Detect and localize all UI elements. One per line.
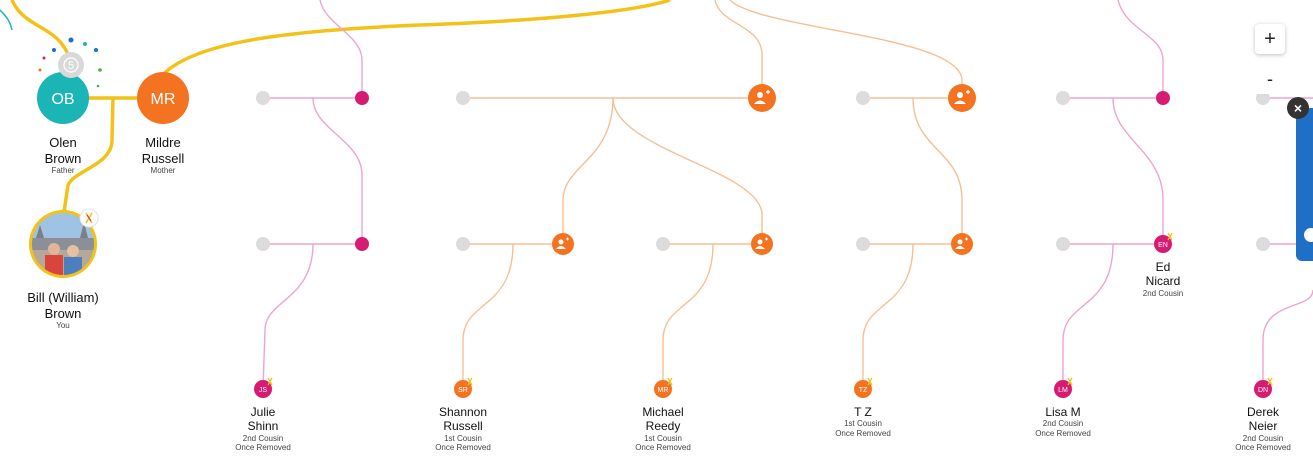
- dna-icon: [467, 377, 473, 386]
- add-person-icon[interactable]: [552, 233, 574, 255]
- zoom-in-button[interactable]: +: [1255, 24, 1285, 54]
- ancestor-node[interactable]: [355, 237, 369, 251]
- cousin-last-name: Shinn: [247, 419, 279, 434]
- cousin-last-name: Russell: [443, 419, 483, 434]
- cousin-relation-removed: Once Removed: [235, 442, 291, 452]
- dna-icon: [1067, 377, 1073, 386]
- cousin-initials: LM: [1058, 387, 1068, 394]
- cousin-relation: 1st Cousin: [844, 419, 882, 429]
- cousin-last-name: Reedy: [645, 419, 681, 434]
- ancestor-node[interactable]: [355, 91, 369, 105]
- self-last-name: Brown: [44, 305, 82, 321]
- ed-initials: EN: [1158, 242, 1168, 249]
- tree-connectors: [0, 0, 1313, 390]
- self-relation: You: [56, 321, 70, 331]
- add-person-icon[interactable]: [748, 84, 776, 112]
- cousin-relation: 2nd Cousin: [1242, 433, 1284, 443]
- cousin-relation: 2nd Cousin: [242, 433, 284, 443]
- add-person-icon[interactable]: [948, 84, 976, 112]
- mother-last-name: Russell: [141, 150, 185, 166]
- hints-count: 5: [68, 60, 74, 72]
- cousin-first-name: Lisa M: [1045, 405, 1081, 419]
- zoom-out-button[interactable]: -: [1255, 64, 1285, 94]
- father-initials: OB: [51, 91, 74, 108]
- panel-handle-icon[interactable]: [1304, 228, 1313, 242]
- cousin-nodes: JS SR MR TZ LM DN: [254, 377, 1273, 398]
- cousin-first-name: Shannon: [438, 405, 488, 419]
- cousin-relation-removed: Once Removed: [435, 442, 491, 452]
- cousin-initials: DN: [1258, 387, 1268, 394]
- mother-relation: Mother: [150, 166, 176, 176]
- dna-icon: [867, 377, 873, 386]
- confetti-icon: [38, 37, 102, 88]
- dna-icon: [667, 377, 673, 386]
- cousin-node[interactable]: MR: [654, 377, 673, 398]
- father-node[interactable]: OB 5: [37, 37, 102, 125]
- ed-last-name: Nicard: [1145, 274, 1181, 289]
- dna-icon: [1267, 377, 1273, 386]
- cousin-last-name: Neier: [1248, 419, 1278, 434]
- cousin-first-name: T Z: [854, 405, 872, 419]
- cousin-node[interactable]: DN: [1254, 377, 1273, 398]
- father-first-name: Olen: [49, 135, 77, 150]
- dna-icon: [267, 377, 273, 386]
- cousin-initials: JS: [259, 387, 268, 394]
- cousin-first-name: Derek: [1246, 405, 1279, 419]
- cousin-node-ed[interactable]: EN: [1154, 232, 1173, 253]
- cousin-node[interactable]: SR: [454, 377, 473, 398]
- add-person-icon[interactable]: [751, 233, 773, 255]
- ancestor-node[interactable]: [1156, 91, 1170, 105]
- cousin-relation: 1st Cousin: [444, 433, 482, 443]
- self-label: Bill (William) Brown You: [0, 290, 133, 330]
- mother-initials: MR: [151, 91, 176, 108]
- cousin-relation-removed: Once Removed: [1235, 442, 1291, 452]
- cousin-relation-removed: Once Removed: [1035, 428, 1091, 438]
- ed-relation: 2nd Cousin: [1142, 288, 1184, 298]
- add-person-icon[interactable]: [951, 233, 973, 255]
- dna-icon: [1167, 232, 1173, 241]
- cousin-first-name: Michael: [642, 405, 684, 419]
- mother-first-name: Mildre: [145, 135, 181, 150]
- placeholder-nodes: [256, 91, 1270, 251]
- father-relation: Father: [51, 166, 75, 176]
- cousin-initials: SR: [458, 387, 468, 394]
- cousin-relation-removed: Once Removed: [635, 442, 691, 452]
- cousin-initials: TZ: [859, 387, 868, 394]
- cousin-relation: 2nd Cousin: [1042, 419, 1084, 429]
- dna-icon: [79, 208, 99, 228]
- cousin-node[interactable]: TZ: [854, 377, 873, 398]
- self-first-name: Bill (William): [27, 290, 99, 305]
- father-label: Olen Brown Father: [0, 135, 133, 175]
- father-last-name: Brown: [44, 150, 82, 166]
- cousin-node[interactable]: JS: [254, 377, 273, 398]
- ed-label: Ed Nicard 2nd Cousin: [1093, 260, 1233, 298]
- cousin-first-name: Julie: [250, 405, 276, 419]
- cousin-relation: 1st Cousin: [644, 433, 682, 443]
- add-person-nodes: [552, 84, 976, 255]
- ed-first-name: Ed: [1155, 260, 1171, 274]
- cousin-relation-removed: Once Removed: [835, 428, 891, 438]
- side-panel-tab[interactable]: [1296, 108, 1313, 261]
- hints-badge[interactable]: 5: [58, 52, 84, 78]
- mother-node[interactable]: MR: [137, 72, 189, 124]
- close-icon[interactable]: ×: [1287, 97, 1309, 119]
- cousin-node[interactable]: LM: [1054, 377, 1073, 398]
- cousin-initials: MR: [658, 387, 669, 394]
- mother-label: Mildre Russell Mother: [93, 135, 233, 175]
